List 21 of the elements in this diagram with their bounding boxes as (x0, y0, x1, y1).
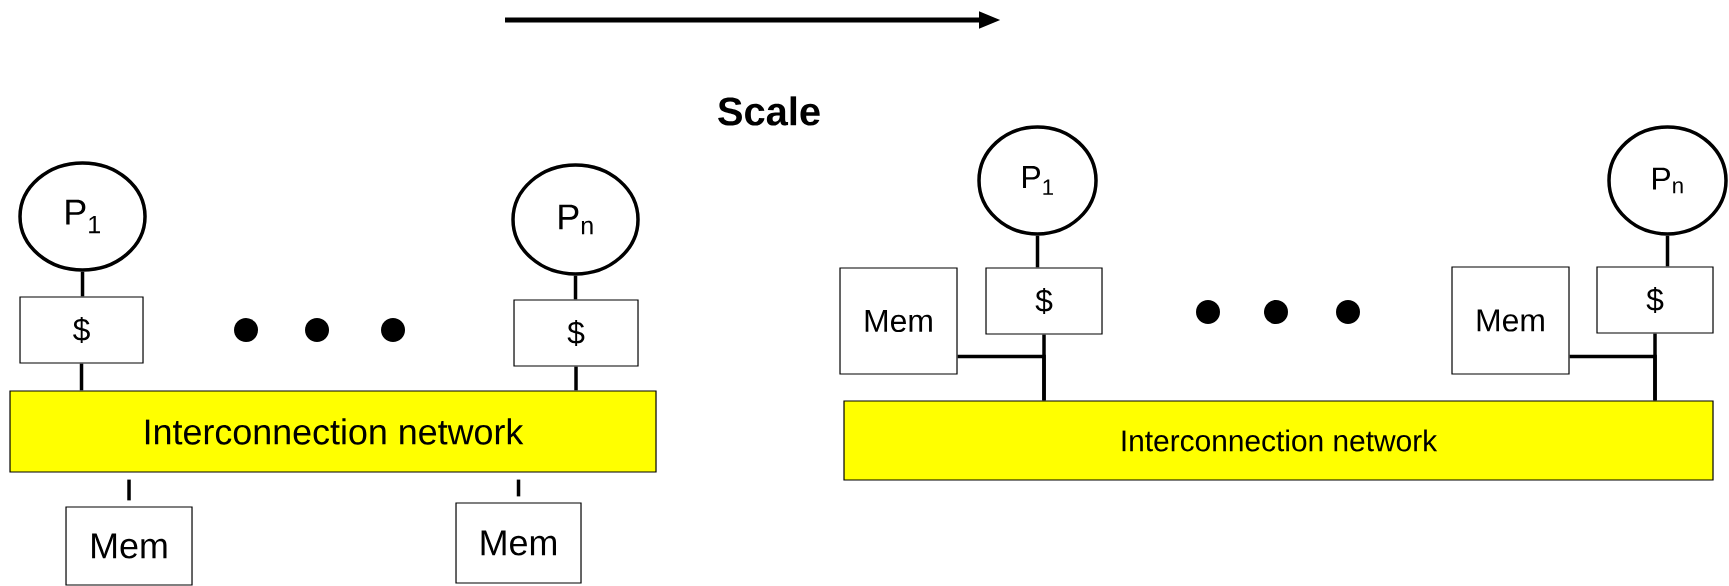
network-bar: Interconnection network (9, 390, 657, 473)
cache-box: $ (985, 267, 1103, 335)
memory-box: Mem (839, 267, 958, 375)
connector-line (1569, 354, 1657, 401)
connector-line (574, 366, 578, 391)
connector-line (573, 275, 578, 300)
connector-line (516, 479, 521, 497)
connector-line (80, 271, 85, 297)
connector-line (79, 363, 84, 391)
connector-line (1035, 235, 1040, 268)
cache-box: $ (1596, 266, 1714, 334)
cache-box: $ (513, 299, 639, 367)
memory-box: Mem (65, 506, 193, 586)
network-bar: Interconnection network (843, 400, 1714, 481)
connector-line (957, 354, 1046, 401)
connector-line (1665, 235, 1670, 267)
connector-line (127, 479, 131, 501)
memory-box: Mem (1451, 266, 1570, 375)
cache-box: $ (19, 296, 144, 364)
scale-label: Scale (718, 96, 820, 126)
memory-box: Mem (455, 502, 582, 584)
